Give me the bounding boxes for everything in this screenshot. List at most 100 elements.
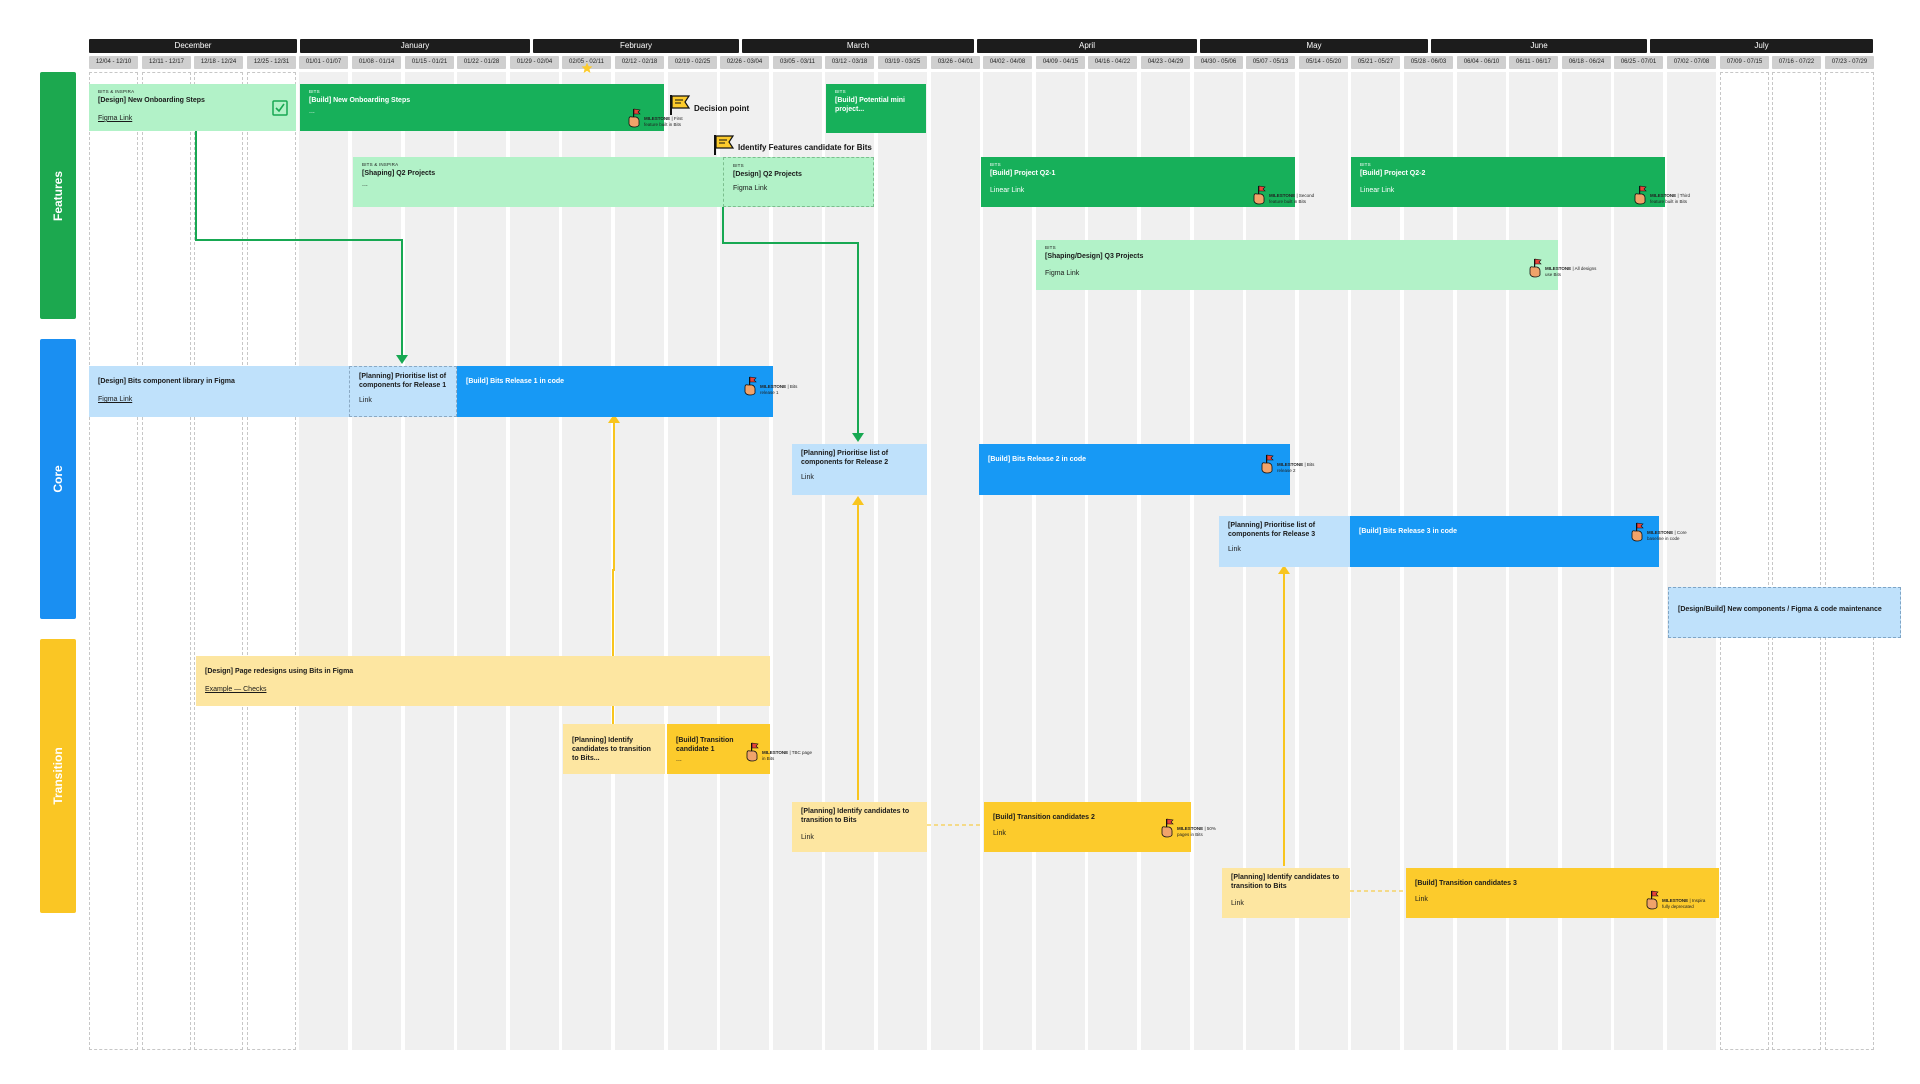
month-february: February (533, 39, 739, 53)
card-title: [Planning] Identify candidates to transi… (801, 808, 910, 825)
card-plan-release-1[interactable]: [Planning] Prioritise list of components… (349, 366, 457, 417)
week-label: 12/25 - 12/31 (247, 56, 296, 69)
card-tag: BITS & INSPIRA (98, 89, 135, 94)
week-column (457, 72, 506, 1050)
milestone-label: MILESTONE (1650, 193, 1677, 198)
card-title: [Build] Potential mini project... (835, 96, 905, 113)
week-column (194, 72, 243, 1050)
card-title: [Build] New Onboarding Steps (309, 96, 411, 104)
card-title: [Build] Project Q2-2 (1360, 169, 1426, 177)
week-label: 02/19 - 02/25 (668, 56, 717, 69)
figma-link[interactable]: Figma Link (98, 114, 133, 122)
figma-link[interactable]: Figma Link (1045, 269, 1080, 277)
week-label: 01/22 - 01/28 (457, 56, 506, 69)
week-column (299, 72, 348, 1050)
week-label: 12/04 - 12/10 (89, 56, 138, 69)
week-column (1036, 72, 1085, 1050)
week-label: 04/30 - 05/06 (1194, 56, 1243, 69)
card-build-transition-2[interactable]: [Build] Transition candidates 2 Link (984, 802, 1191, 852)
card-build-transition-1[interactable]: [Build] Transition candidate 1 ... (667, 724, 770, 774)
card-plan-transition-2[interactable]: [Planning] Identify candidates to transi… (792, 802, 927, 852)
card-shaping-design-q3[interactable]: BITS [Shaping/Design] Q3 Projects Figma … (1036, 240, 1558, 290)
card-build-q2-2[interactable]: BITS [Build] Project Q2-2 Linear Link (1351, 157, 1665, 207)
card-design-bits-library[interactable]: [Design] Bits component library in Figma… (89, 366, 349, 417)
card-title: [Planning] Identify candidates to transi… (572, 737, 651, 763)
card-link[interactable]: ... (362, 180, 368, 188)
week-label: 12/11 - 12/17 (142, 56, 191, 69)
week-label: 02/05 - 02/11 (562, 56, 611, 69)
week-label: 07/23 - 07/29 (1825, 56, 1874, 69)
identify-features-label: Identify Features candidate for Bits (738, 143, 872, 152)
week-column (405, 72, 454, 1050)
card-title: [Design] Bits component library in Figma (98, 378, 235, 385)
card-link[interactable]: ... (676, 756, 682, 764)
week-label: 05/14 - 05/20 (1299, 56, 1348, 69)
card-build-onboarding[interactable]: BITS [Build] New Onboarding Steps ... (300, 84, 664, 131)
card-link[interactable]: Link (801, 474, 814, 482)
milestone-label: MILESTONE (760, 384, 787, 389)
card-link[interactable]: Link (1415, 896, 1428, 904)
card-title: [Planning] Prioritise list of components… (1228, 522, 1316, 539)
week-column (1088, 72, 1137, 1050)
figma-link[interactable]: Figma Link (733, 184, 768, 192)
milestone-hand-flag-icon (1631, 522, 1644, 542)
week-label: 03/05 - 03/11 (773, 56, 822, 69)
card-shaping-q2[interactable]: BITS & INSPIRA [Shaping] Q2 Projects ... (353, 157, 723, 207)
week-column (983, 72, 1032, 1050)
milestone-label: MILESTONE (1662, 898, 1689, 903)
checkbox-checked-icon[interactable] (272, 100, 288, 116)
week-label: 03/12 - 03/18 (825, 56, 874, 69)
card-design-page-redesigns[interactable]: [Design] Page redesigns using Bits in Fi… (196, 656, 770, 706)
card-design-q2[interactable]: BITS [Design] Q2 Projects Figma Link (723, 157, 874, 207)
milestone-label: MILESTONE (1545, 266, 1572, 271)
milestone-hand-flag-icon (1529, 258, 1542, 278)
linear-link[interactable]: Linear Link (1360, 186, 1395, 194)
figma-link[interactable]: Figma Link (98, 396, 133, 404)
lane-transition: Transition (40, 639, 76, 913)
milestone-description: | 50% pages in Bits (1177, 826, 1216, 837)
card-link[interactable]: ... (309, 107, 315, 115)
milestone-label: MILESTONE (1277, 462, 1304, 467)
card-maintenance[interactable]: [Design/Build] New components / Figma & … (1668, 587, 1901, 638)
card-build-release-2[interactable]: [Build] Bits Release 2 in code (979, 444, 1290, 495)
milestone-description: | Core baseline in code (1647, 530, 1687, 541)
card-title: [Shaping/Design] Q3 Projects (1045, 252, 1144, 260)
milestone-description: | Third feature built in Bits (1650, 193, 1691, 204)
card-build-q2-1[interactable]: BITS [Build] Project Q2-1 Linear Link (981, 157, 1295, 207)
card-build-transition-3[interactable]: [Build] Transition candidates 3 Link (1406, 868, 1719, 918)
week-label: 04/09 - 04/15 (1036, 56, 1085, 69)
card-plan-release-3[interactable]: [Planning] Prioritise list of components… (1219, 516, 1350, 567)
card-tag: BITS (990, 162, 1001, 167)
week-column (562, 72, 611, 1050)
milestone-label: MILESTONE (1177, 826, 1204, 831)
month-march: March (742, 39, 974, 53)
card-title: [Build] Transition candidate 1 (676, 737, 734, 754)
card-plan-transition-3[interactable]: [Planning] Identify candidates to transi… (1222, 868, 1350, 918)
card-title: [Shaping] Q2 Projects (362, 169, 436, 177)
card-link[interactable]: Link (359, 397, 372, 405)
card-title: [Build] Project Q2-1 (990, 169, 1056, 177)
card-link[interactable]: Link (801, 834, 814, 842)
week-column (89, 72, 138, 1050)
card-build-release-3[interactable]: [Build] Bits Release 3 in code (1350, 516, 1659, 567)
card-link[interactable]: Link (1228, 546, 1241, 554)
card-build-release-1[interactable]: [Build] Bits Release 1 in code (457, 366, 773, 417)
linear-link[interactable]: Linear Link (990, 186, 1025, 194)
milestone-hand-flag-icon (746, 742, 759, 762)
week-column (1720, 72, 1769, 1050)
milestone-text: MILESTONE | Core baseline in code (1647, 530, 1699, 541)
card-plan-transition-1[interactable]: [Planning] Identify candidates to transi… (563, 724, 665, 774)
card-link[interactable]: Link (1231, 900, 1244, 908)
card-title: [Planning] Prioritise list of components… (359, 373, 447, 390)
lane-features: Features (40, 72, 76, 319)
card-design-onboarding[interactable]: BITS & INSPIRA [Design] New Onboarding S… (89, 84, 296, 131)
milestone-hand-flag-icon (1161, 818, 1174, 838)
card-link[interactable]: Link (993, 830, 1006, 838)
example-link[interactable]: Example — Checks (205, 686, 267, 694)
milestone-hand-flag-icon (1253, 185, 1266, 205)
card-plan-release-2[interactable]: [Planning] Prioritise list of components… (792, 444, 927, 495)
card-title: [Planning] Identify candidates to transi… (1231, 874, 1340, 891)
week-label: 03/26 - 04/01 (931, 56, 980, 69)
week-label: 06/25 - 07/01 (1614, 56, 1663, 69)
card-build-mini-project[interactable]: BITS [Build] Potential mini project... (826, 84, 926, 133)
